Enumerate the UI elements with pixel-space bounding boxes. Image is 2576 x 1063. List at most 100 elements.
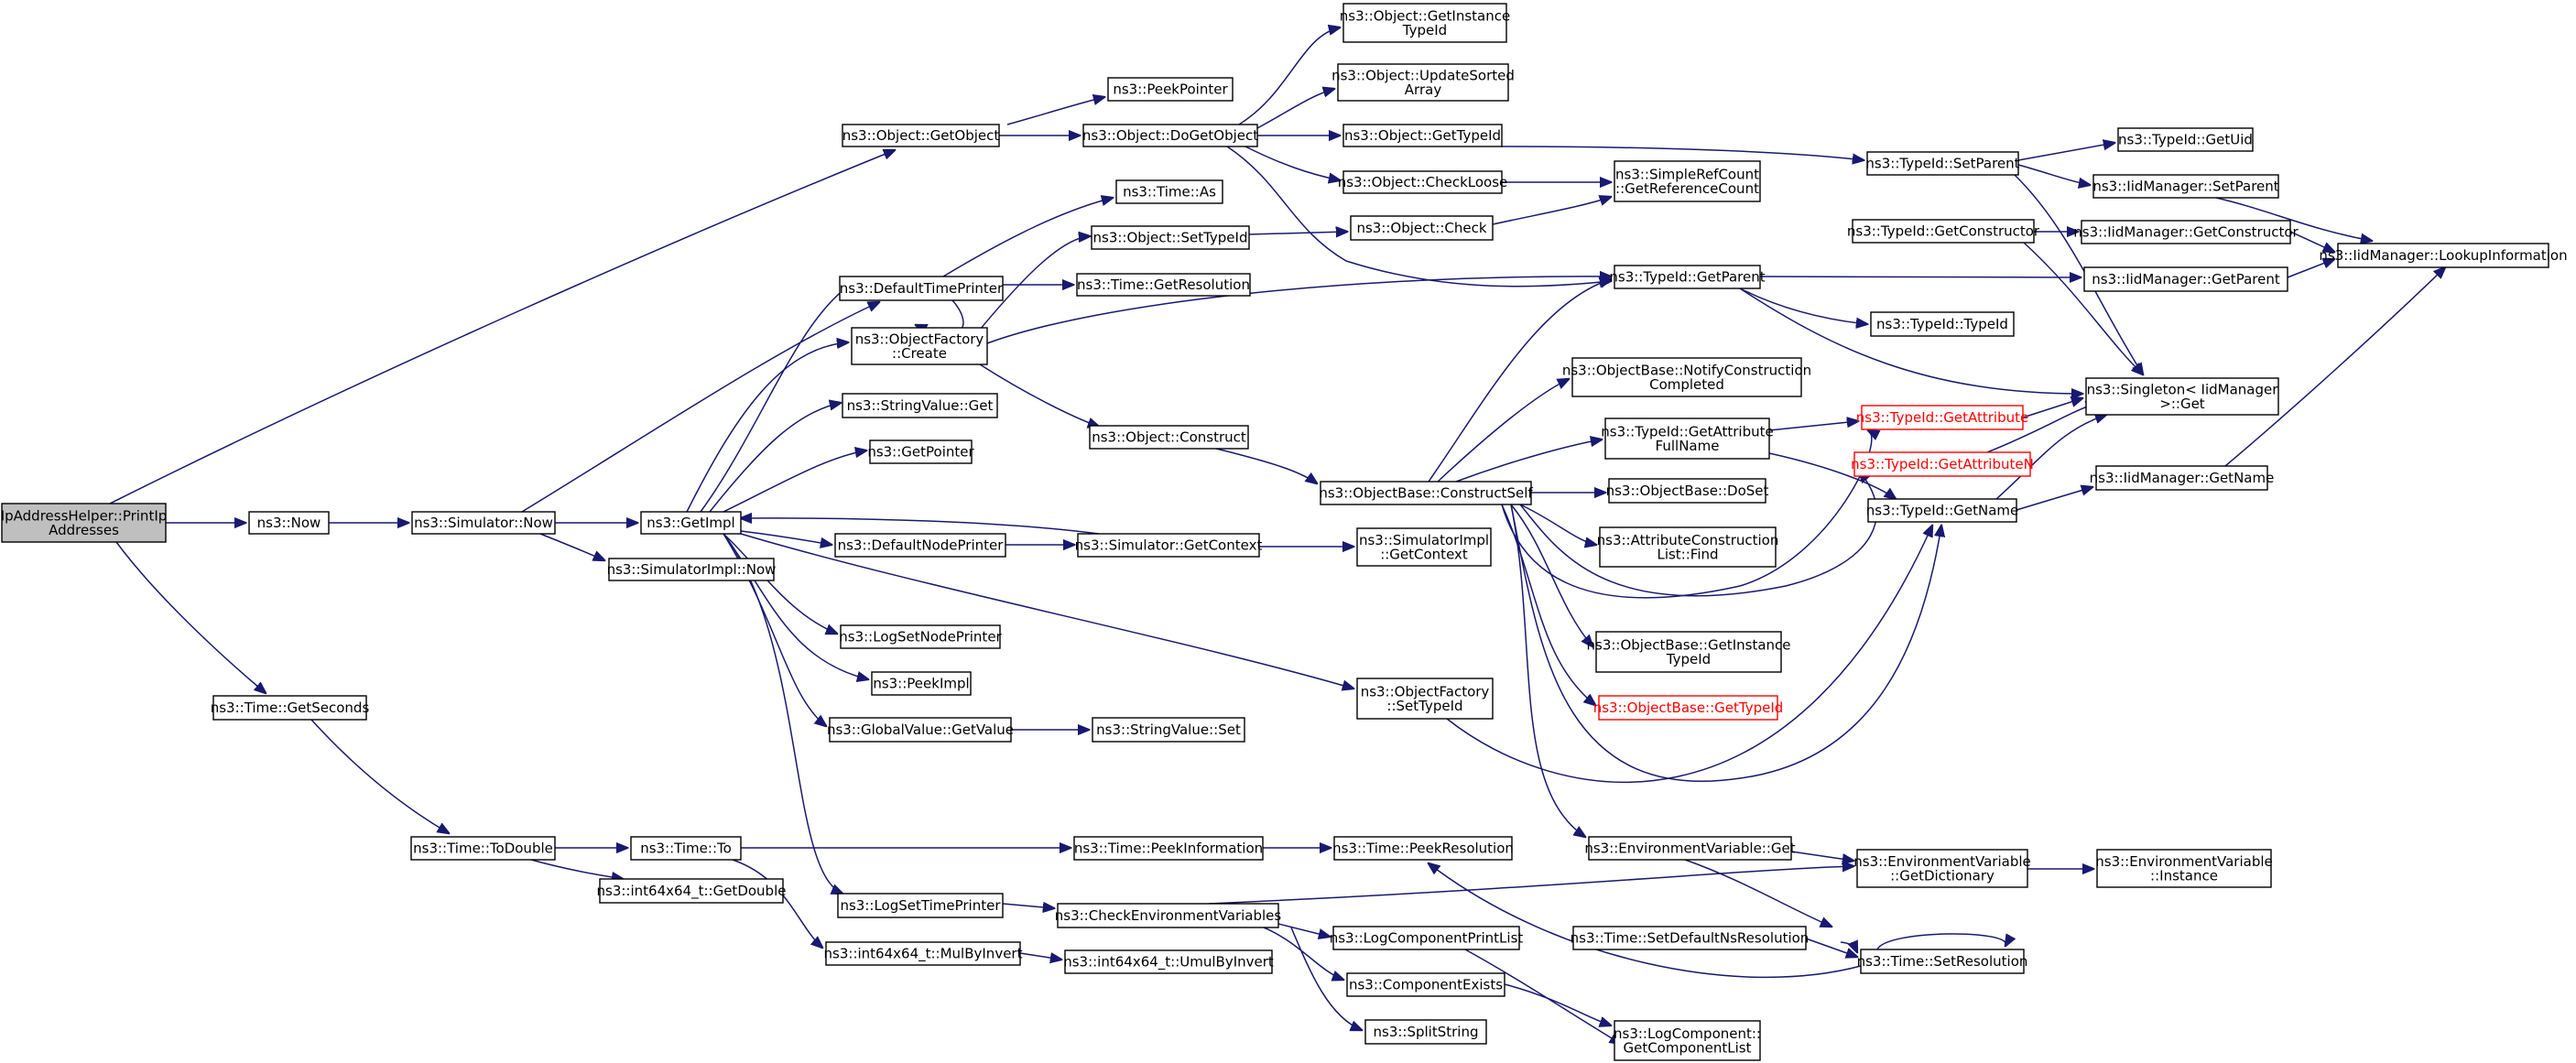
node-box: [1856, 849, 2028, 888]
graph-node-iidgetconstructor[interactable]: ns3::IidManager::GetConstructor: [2073, 220, 2299, 244]
node-box: [1852, 219, 2035, 244]
node-label: ns3::Simulator::Now: [414, 515, 553, 531]
node-box: [1571, 357, 1802, 397]
graph-node-simnow[interactable]: ns3::Simulator::Now: [411, 511, 556, 535]
graph-node-timesetresolution[interactable]: ns3::Time::SetResolution: [1857, 949, 2028, 974]
graph-node-gvgetvalue[interactable]: ns3::GlobalValue::GetValue: [827, 717, 1014, 743]
node-box: [1853, 451, 2031, 477]
graph-node-logsettimeprinter[interactable]: ns3::LogSetTimePrinter: [837, 893, 1004, 918]
node-box: [1572, 926, 1807, 950]
graph-node-obgettypeid[interactable]: ns3::ObjectBase::GetTypeId: [1593, 695, 1784, 721]
graph-node-splitstring[interactable]: ns3::SplitString: [1364, 1019, 1487, 1045]
graph-node-typeidsetparent[interactable]: ns3::TypeId::SetParent: [1865, 151, 2020, 176]
graph-node-simgetcontext[interactable]: ns3::Simulator::GetContext: [1075, 533, 1263, 558]
graph-node-getrefcount[interactable]: ns3::SimpleRefCount::GetReferenceCount: [1614, 160, 1761, 202]
graph-node-constructself[interactable]: ns3::ObjectBase::ConstructSelf: [1319, 481, 1533, 505]
node-box: [840, 624, 1001, 649]
graph-node-defaultnodeprinter[interactable]: ns3::DefaultNodePrinter: [834, 533, 1006, 558]
graph-node-componentexists[interactable]: ns3::ComponentExists: [1346, 972, 1505, 997]
graph-node-umulbyinvert[interactable]: ns3::int64x64_t::UmulByInvert: [1063, 949, 1274, 974]
graph-node-typeidgetparent[interactable]: ns3::TypeId::GetParent: [1609, 265, 1766, 289]
graph-node-typeidtypeid[interactable]: ns3::TypeId::TypeId: [1870, 311, 2015, 337]
node-box: [1064, 949, 1273, 974]
graph-node-iidgetname[interactable]: ns3::IidManager::GetName: [2090, 465, 2275, 491]
graph-node-peekpointer[interactable]: ns3::PeekPointer: [1107, 77, 1234, 102]
node-label: ns3::ObjectBase::NotifyConstruction: [1562, 362, 1811, 378]
graph-node-getcomponentlist[interactable]: ns3::LogComponent::GetComponentList: [1614, 1020, 1761, 1061]
node-box: [1333, 836, 1513, 861]
graph-node-getobject[interactable]: ns3::Object::GetObject: [842, 124, 1000, 147]
call-edge: [709, 403, 841, 513]
graph-node-typeidgetuid[interactable]: ns3::TypeId::GetUid: [2117, 127, 2254, 152]
graph-node-typeidgetconstructor[interactable]: ns3::TypeId::GetConstructor: [1847, 219, 2040, 244]
graph-node-settypeid[interactable]: ns3::Object::SetTypeId: [1091, 225, 1250, 250]
graph-node-getimpl[interactable]: ns3::GetImpl: [640, 511, 742, 535]
graph-node-iidsetparent[interactable]: ns3::IidManager::SetParent: [2092, 174, 2279, 199]
graph-node-singletonget[interactable]: ns3::Singleton< IidManager>::Get: [2085, 377, 2279, 416]
graph-node-objconstruct[interactable]: ns3::Object::Construct: [1089, 425, 1249, 450]
graph-node-lookupinformation[interactable]: ns3::IidManager::LookupInformation: [2319, 243, 2568, 268]
graph-node-todouble[interactable]: ns3::Time::ToDouble: [410, 836, 556, 861]
graph-node-simimplnow[interactable]: ns3::SimulatorImpl::Now: [607, 558, 777, 581]
graph-node-stringvalueget[interactable]: ns3::StringValue::Get: [842, 393, 998, 418]
graph-node-notifyconstruction[interactable]: ns3::ObjectBase::NotifyConstructionCompl…: [1562, 357, 1811, 397]
graph-node-typeidgetname[interactable]: ns3::TypeId::GetName: [1866, 498, 2018, 523]
call-edge-path: [942, 198, 1113, 277]
node-label: ns3::TypeId::GetName: [1866, 503, 2018, 519]
graph-node-simimplgetcontext[interactable]: ns3::SimulatorImpl::GetContext: [1356, 527, 1492, 567]
node-label: ns3::TypeId::GetParent: [1609, 269, 1765, 286]
graph-node-iidgetparent[interactable]: ns3::IidManager::GetParent: [2083, 266, 2288, 292]
node-label: ns3::Time::ToDouble: [413, 841, 553, 857]
graph-node-dogetobject[interactable]: ns3::Object::DoGetObject: [1082, 124, 1258, 147]
graph-node-doset[interactable]: ns3::ObjectBase::DoSet: [1606, 478, 1769, 504]
call-edge: [686, 342, 848, 513]
graph-node-now[interactable]: ns3::Now: [248, 511, 330, 535]
graph-node-getseconds[interactable]: ns3::Time::GetSeconds: [211, 695, 370, 721]
call-edge: [1248, 232, 1347, 234]
call-edge-path: [1006, 97, 1104, 125]
graph-node-setdefaultnsres[interactable]: ns3::Time::SetDefaultNsResolution: [1571, 926, 1810, 950]
graph-node-getpointer[interactable]: ns3::GetPointer: [867, 439, 974, 464]
graph-node-envget[interactable]: ns3::EnvironmentVariable::Get: [1584, 836, 1796, 861]
call-edge: [1684, 859, 1831, 927]
call-edge-path: [2017, 164, 2090, 185]
graph-node-typeidgetattributen[interactable]: ns3::TypeId::GetAttributeN: [1851, 451, 2034, 477]
call-edge: [1492, 197, 1611, 225]
node-label: ns3::int64x64_t::MulByInvert: [824, 946, 1023, 963]
graph-node-objgettypeid[interactable]: ns3::Object::GetTypeId: [1342, 124, 1503, 147]
edges-layer: [109, 27, 2445, 1044]
graph-node-peekinformation[interactable]: ns3::Time::PeekInformation: [1073, 836, 1264, 861]
call-edge-path: [1446, 526, 1932, 783]
graph-node-getresolution[interactable]: ns3::Time::GetResolution: [1076, 273, 1251, 297]
call-edge: [723, 533, 868, 679]
graph-node-peekimpl[interactable]: ns3::PeekImpl: [871, 671, 972, 696]
graph-node-stringvalueset[interactable]: ns3::StringValue::Set: [1092, 717, 1245, 743]
graph-node-typeidgetattribute[interactable]: ns3::TypeId::GetAttribute: [1856, 405, 2028, 430]
graph-node-peekresolution[interactable]: ns3::Time::PeekResolution: [1332, 836, 1514, 861]
node-label: ns3::Time::SetDefaultNsResolution: [1571, 930, 1810, 947]
graph-node-timeas[interactable]: ns3::Time::As: [1115, 179, 1223, 204]
graph-node-objcheck[interactable]: ns3::Object::Check: [1350, 215, 1494, 241]
graph-node-envinstance[interactable]: ns3::EnvironmentVariable::Instance: [2095, 849, 2273, 888]
graph-node-defaulttimeprinter[interactable]: ns3::DefaultTimePrinter: [839, 276, 1004, 301]
node-label: ns3::ObjectBase::GetInstance: [1587, 636, 1791, 653]
graph-node-checkenv[interactable]: ns3::CheckEnvironmentVariables: [1055, 903, 1282, 928]
node-box: [1614, 265, 1761, 289]
graph-node-ofsettypeid[interactable]: ns3::ObjectFactory::SetTypeId: [1356, 678, 1494, 720]
graph-node-ofcreate[interactable]: ns3::ObjectFactory::Create: [851, 327, 988, 365]
graph-node-timeto[interactable]: ns3::Time::To: [630, 836, 742, 861]
call-edge-path: [723, 533, 842, 894]
graph-node-checkloose[interactable]: ns3::Object::CheckLoose: [1338, 170, 1508, 194]
graph-node-mulbyinvert[interactable]: ns3::int64x64_t::MulByInvert: [824, 941, 1023, 966]
graph-node-envgetdictionary[interactable]: ns3::EnvironmentVariable::GetDictionary: [1853, 849, 2031, 888]
graph-node-getdouble[interactable]: ns3::int64x64_t::GetDouble: [597, 878, 787, 904]
graph-node-logsetnodeprinter[interactable]: ns3::LogSetNodePrinter: [839, 624, 1003, 649]
call-edge-path: [1002, 904, 1054, 908]
graph-node-logcompprintlist[interactable]: ns3::LogComponentPrintList: [1330, 926, 1524, 950]
